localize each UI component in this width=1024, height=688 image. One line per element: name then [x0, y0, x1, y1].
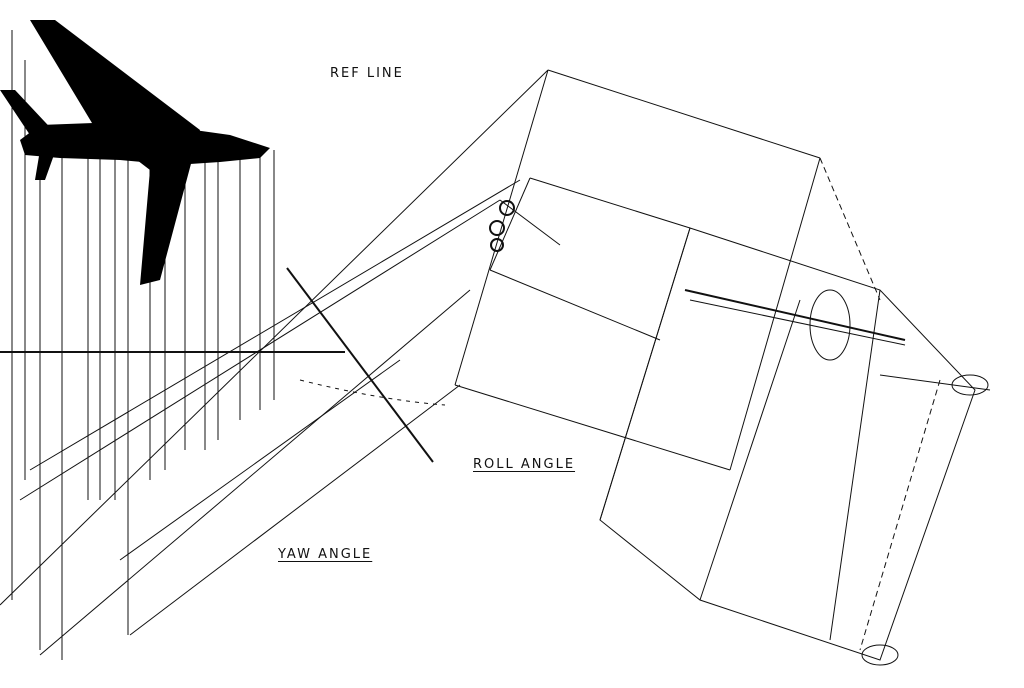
yawed-projection-panel — [0, 69, 881, 656]
ref-line-label: REF LINE — [330, 66, 404, 81]
roll-angle-label: ROLL ANGLE — [473, 457, 576, 472]
roll-axis-line — [286, 267, 434, 463]
yaw-angle-label: YAW ANGLE — [278, 547, 373, 562]
rolled-aircraft-box — [599, 227, 991, 666]
yaw-angle-arc — [299, 379, 446, 406]
aircraft-silhouette — [0, 20, 270, 285]
engine-nacelles — [489, 200, 515, 252]
